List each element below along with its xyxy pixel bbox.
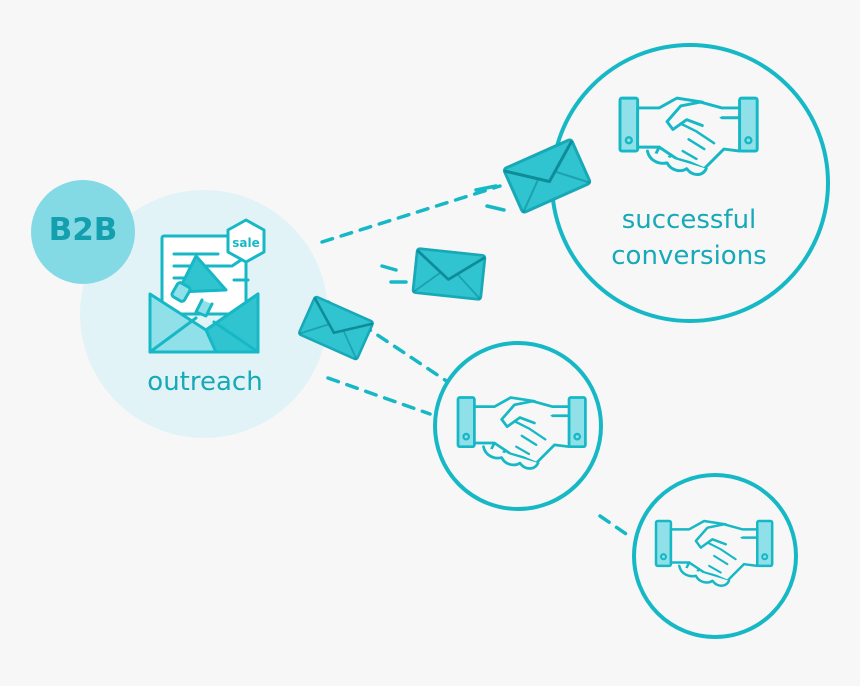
sale-tag-text: sale [232, 236, 260, 250]
success-circle [550, 43, 830, 323]
megaphone-icon [170, 254, 250, 318]
outreach-label: outreach [147, 367, 263, 397]
success-label-line2: conversions [611, 241, 767, 271]
sale-tag-icon: sale [226, 218, 266, 264]
b2b-badge [31, 180, 135, 284]
b2b-badge-label: B2B [48, 212, 118, 248]
success-label-line1: successful [621, 205, 757, 235]
success-label: successful conversions [588, 202, 790, 274]
envelope-icon [411, 247, 487, 301]
